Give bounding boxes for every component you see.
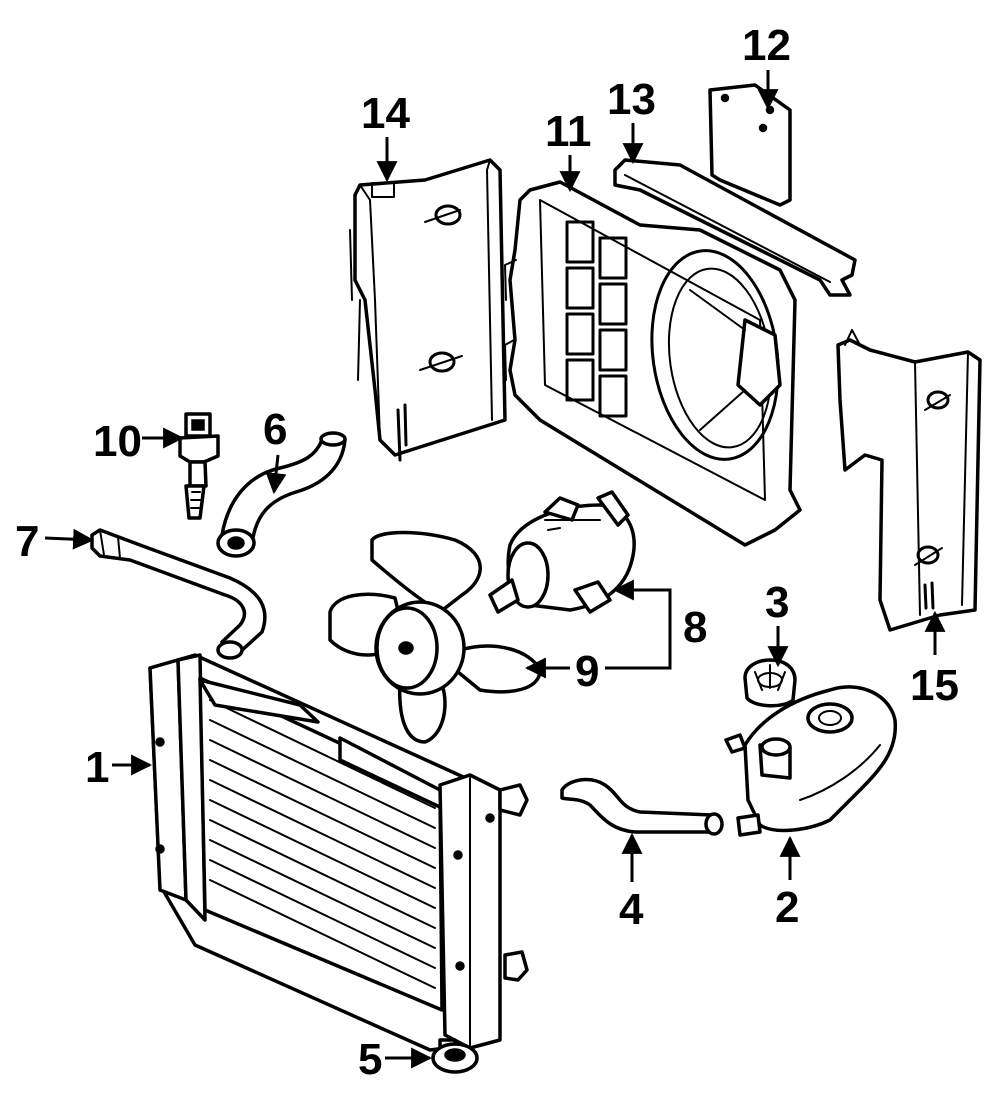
leader-9 [605, 627, 672, 670]
callout-6: 6 [263, 405, 287, 454]
callout-15: 15 [910, 661, 959, 710]
callout-labels: 1 2 3 4 5 6 7 8 9 10 11 12 13 14 15 [15, 21, 959, 1084]
callout-3: 3 [765, 578, 789, 627]
callout-7: 7 [15, 517, 39, 566]
side-panel-left [349, 158, 507, 462]
side-panel-right [836, 329, 982, 632]
shroud-strip [613, 158, 857, 297]
shroud-grid [565, 220, 628, 418]
drain-plug [431, 1042, 479, 1074]
radiator [148, 653, 529, 1060]
radiator-fins [209, 699, 436, 989]
hose-lower [560, 777, 724, 836]
reservoir-cap [743, 658, 797, 708]
callout-14: 14 [361, 89, 410, 138]
leader-7 [44, 528, 95, 550]
callout-4: 4 [619, 885, 644, 934]
fan-shroud [504, 180, 802, 547]
callout-1: 1 [85, 743, 109, 792]
callout-9: 9 [575, 647, 599, 696]
expansion-tank [724, 685, 898, 837]
leader-8 [612, 579, 672, 627]
callout-12: 12 [742, 21, 791, 70]
coolant-pipe [90, 528, 267, 660]
callout-10: 10 [93, 417, 142, 466]
fan-blade [328, 530, 542, 744]
leader-6 [265, 454, 287, 495]
callout-5: 5 [358, 1035, 382, 1084]
fan-motor [488, 490, 636, 614]
callout-13: 13 [607, 75, 656, 124]
callout-11: 11 [545, 107, 592, 156]
callout-8: 8 [683, 603, 707, 652]
callout-2: 2 [775, 883, 799, 932]
temp-sensor [178, 412, 220, 520]
leader-lines [44, 70, 946, 1069]
